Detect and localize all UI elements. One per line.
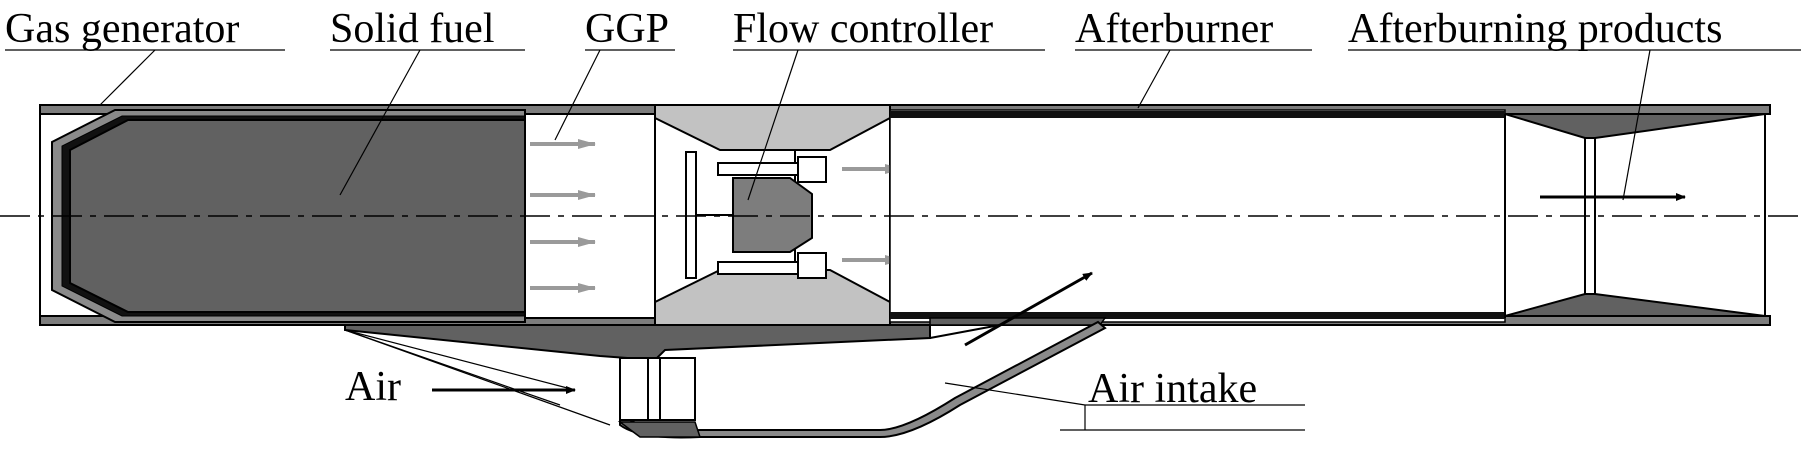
air-intake-duct [344,317,1107,439]
label-air: Air [345,364,401,410]
flow-controller-plug [732,177,813,253]
label-ggp: GGP [585,6,669,52]
label-solid-fuel: Solid fuel [330,6,495,52]
nozzle [1504,113,1766,317]
labels: Gas generator Solid fuel GGP Flow contro… [5,6,1722,412]
label-gas-generator: Gas generator [5,6,239,52]
label-afterburner: Afterburner [1075,6,1273,52]
label-afterburning-products: Afterburning products [1348,6,1722,52]
ggp-flow-arrows [530,139,596,293]
intake-flow-arrow [964,271,1093,347]
label-air-intake: Air intake [1088,366,1257,412]
flow-controller [654,104,891,326]
label-flow-controller: Flow controller [733,6,993,52]
leader-lines [5,49,1801,431]
